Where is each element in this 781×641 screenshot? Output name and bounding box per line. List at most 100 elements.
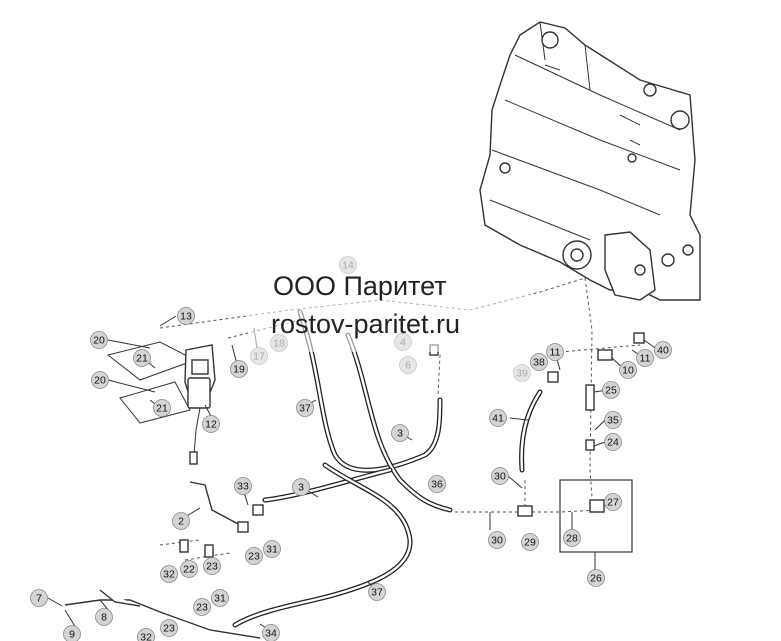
callout-number: 4 (400, 337, 406, 349)
part-callout: 37 (368, 583, 386, 601)
callout-number: 40 (657, 345, 669, 357)
part-callout: 40 (654, 341, 672, 359)
part-callout: 23 (245, 547, 263, 565)
callout-circle (394, 333, 412, 351)
callout-number: 36 (431, 479, 443, 491)
callout-number: 13 (180, 311, 192, 323)
part-callout: 19 (230, 360, 248, 378)
callout-number: 28 (566, 533, 578, 545)
part-callout: 21 (133, 349, 151, 367)
callout-circle (604, 493, 622, 511)
part-callout: 8 (95, 608, 113, 626)
callout-circle (133, 349, 151, 367)
callout-circle (399, 356, 417, 374)
engine-block-drawing (479, 21, 701, 301)
callout-number: 9 (69, 629, 75, 641)
callout-circle (368, 583, 386, 601)
callout-number: 41 (492, 413, 504, 425)
callout-number: 37 (299, 403, 311, 415)
callout-number: 6 (405, 360, 411, 372)
part-callout: 22 (180, 560, 198, 578)
callout-number: 22 (183, 564, 195, 576)
callout-number: 30 (494, 471, 506, 483)
part-callout: 14 (339, 256, 357, 274)
part-callout: 25 (602, 381, 620, 399)
callout-circle (587, 569, 605, 587)
callout-number: 10 (622, 365, 634, 377)
part-callout: 3 (391, 424, 409, 442)
part-callout: 32 (137, 628, 155, 641)
part-callout: 23 (193, 598, 211, 616)
callout-number: 12 (205, 419, 217, 431)
callout-circle (546, 343, 564, 361)
part-callout: 30 (488, 531, 506, 549)
part-callout: 12 (202, 415, 220, 433)
callout-circle (160, 565, 178, 583)
callout-number: 11 (550, 347, 561, 359)
part-callout: 10 (619, 361, 637, 379)
part-callout: 20 (91, 371, 109, 389)
watermark-company-name: ООО Паритет (273, 271, 447, 301)
callout-number: 30 (491, 535, 503, 547)
part-callout: 27 (604, 493, 622, 511)
callout-number: 18 (273, 338, 285, 350)
callout-number: 14 (342, 260, 354, 272)
callout-circle (91, 371, 109, 389)
watermark: ООО Паритет rostov-paritet.ru (248, 260, 530, 352)
part-callout: 21 (153, 399, 171, 417)
part-callout: 28 (563, 529, 581, 547)
fuel-filter-drawing (106, 341, 216, 465)
part-callout: 18 (270, 334, 288, 352)
callout-circle (203, 557, 221, 575)
part-callout: 13 (177, 307, 195, 325)
callout-circle (530, 353, 548, 371)
part-callout: 41 (489, 409, 507, 427)
callout-number: 21 (156, 403, 168, 415)
callout-circle (619, 361, 637, 379)
callout-number: 38 (533, 357, 545, 369)
callout-circle (563, 529, 581, 547)
callout-circle (296, 399, 314, 417)
part-callout: 26 (587, 569, 605, 587)
callout-number: 3 (397, 428, 403, 440)
callout-number: 23 (163, 623, 175, 635)
part-callout: 38 (530, 353, 548, 371)
callout-number: 20 (94, 375, 106, 387)
callout-number: 19 (233, 364, 245, 376)
callout-number: 37 (371, 587, 383, 599)
callout-number: 31 (214, 593, 226, 605)
callout-number: 2 (178, 516, 184, 528)
callout-number: 29 (524, 537, 536, 549)
callout-circle (339, 256, 357, 274)
callout-circle (180, 560, 198, 578)
callout-circle (489, 409, 507, 427)
watermark-plate (248, 260, 530, 352)
callout-circle (63, 625, 81, 641)
callout-circle (30, 589, 48, 607)
callout-circle (602, 381, 620, 399)
part-callout: 30 (491, 467, 509, 485)
fuel-hoses-and-pipes (64, 309, 645, 639)
part-callout: 4 (394, 333, 412, 351)
callout-number: 32 (163, 569, 175, 581)
part-callout: 3 (292, 478, 310, 496)
callout-circle (391, 424, 409, 442)
part-callout: 24 (604, 433, 622, 451)
callout-circle (177, 307, 195, 325)
part-callout: 35 (604, 411, 622, 429)
callout-number: 35 (607, 415, 619, 427)
part-callout: 31 (263, 540, 281, 558)
part-callout: 23 (160, 619, 178, 637)
callout-circle (245, 547, 263, 565)
callout-circle (270, 334, 288, 352)
callout-number: 23 (206, 561, 218, 573)
callout-circle (172, 512, 190, 530)
watermark-website: rostov-paritet.ru (271, 309, 460, 339)
part-callout: 7 (30, 589, 48, 607)
callout-number: 31 (266, 544, 278, 556)
part-callout: 2 (172, 512, 190, 530)
callout-number: 39 (516, 368, 528, 380)
bracket-detail-frame (559, 479, 633, 553)
callout-number: 8 (101, 612, 107, 624)
